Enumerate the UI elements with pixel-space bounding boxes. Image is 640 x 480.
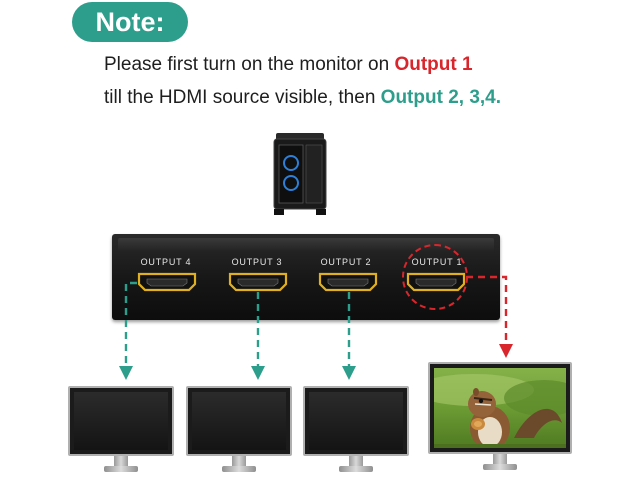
red-arrowhead-1 xyxy=(499,344,513,358)
note-badge: Note: xyxy=(72,2,188,42)
output-3-label: OUTPUT 3 xyxy=(231,257,283,267)
monitor-output-3 xyxy=(186,386,292,476)
monitor-screen-off xyxy=(192,392,286,450)
monitor-stand-base xyxy=(104,466,138,472)
monitor-stand-base xyxy=(222,466,256,472)
output-4-label: OUTPUT 4 xyxy=(140,257,192,267)
output-2-label: OUTPUT 2 xyxy=(320,257,372,267)
note-label: Note: xyxy=(95,6,165,37)
monitor-stand-base xyxy=(339,466,373,472)
monitor-screen-off xyxy=(309,392,403,450)
monitor-stand-neck xyxy=(232,456,246,466)
monitor-frame xyxy=(428,362,572,454)
pc-tower-icon xyxy=(273,133,327,215)
monitor-frame xyxy=(303,386,409,456)
hdmi-port-3-icon xyxy=(228,272,288,292)
monitor-stand-neck xyxy=(114,456,128,466)
squirrel-image xyxy=(434,368,566,448)
monitor-screen-off xyxy=(74,392,168,450)
teal-arrowhead-3 xyxy=(251,366,265,380)
monitor-output-2 xyxy=(303,386,409,476)
chipmunk-illustration xyxy=(434,374,566,448)
monitor-frame xyxy=(68,386,174,456)
monitor-output-1 xyxy=(428,362,572,478)
monitor-output-4 xyxy=(68,386,174,476)
output-2-3-4-highlight: Output 2, 3,4. xyxy=(380,87,502,108)
hdmi-port-2-icon xyxy=(318,272,378,292)
splitter-top-edge xyxy=(118,238,494,252)
monitor-frame xyxy=(186,386,292,456)
instruction-line-2: till the HDMI source visible, then Outpu… xyxy=(104,87,501,109)
output-1-highlight-ring xyxy=(402,244,468,310)
instruction-line-1-text: Please first turn on the monitor on xyxy=(104,54,395,75)
monitor-stand-base xyxy=(483,464,517,470)
instruction-line-1: Please first turn on the monitor on Outp… xyxy=(104,54,473,76)
teal-arrowhead-4 xyxy=(119,366,133,380)
monitor-stand-neck xyxy=(493,454,507,464)
hdmi-port-4-icon xyxy=(137,272,197,292)
teal-arrowhead-2 xyxy=(342,366,356,380)
monitor-stand-neck xyxy=(349,456,363,466)
instruction-line-2-text: till the HDMI source visible, then xyxy=(104,87,381,108)
output-1-highlight: Output 1 xyxy=(394,54,473,75)
